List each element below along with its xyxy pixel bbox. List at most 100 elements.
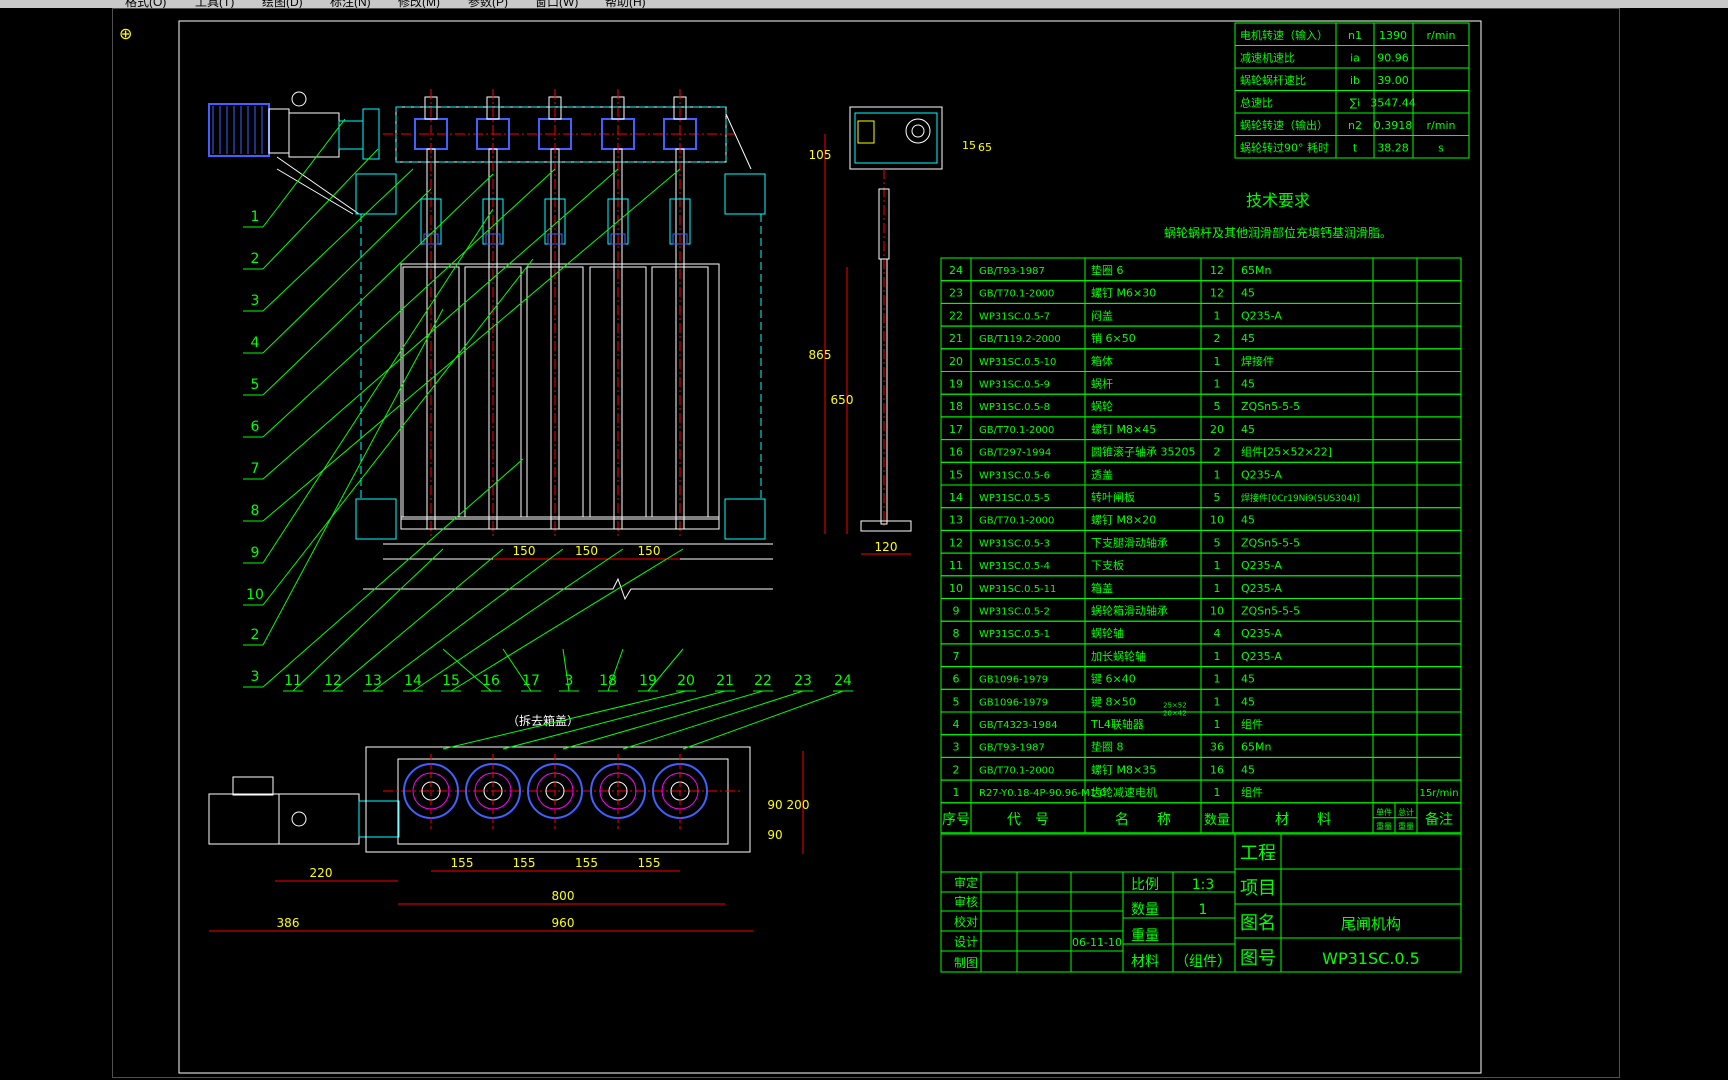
- tb-draw: 制图: [954, 956, 978, 970]
- balloon-bottom-7: 3: [565, 673, 574, 689]
- menu-item-3[interactable]: 标注(N): [330, 0, 371, 9]
- bom-header-total-weight2: 重量: [1398, 821, 1414, 831]
- motor-body: [208, 103, 270, 157]
- right-top-bracket: [724, 173, 766, 215]
- plan-housing: [365, 746, 751, 853]
- balloon-leader: [262, 168, 414, 312]
- spec-row: [1234, 135, 1470, 159]
- menu-item-6[interactable]: 窗口(W): [535, 0, 579, 9]
- bom-code: WP31SC.0.5-7: [979, 311, 1050, 322]
- front-view: [208, 89, 773, 601]
- spec-symbol: ∑i: [1350, 97, 1360, 110]
- balloon-bottom-leader: [442, 690, 687, 750]
- bom-qty: 36: [1210, 741, 1224, 754]
- balloon-bottom-leader: [647, 648, 684, 692]
- bom-qty: 10: [1210, 514, 1224, 527]
- tb-qty: 1: [1199, 902, 1208, 918]
- bom-header-code: 代 号: [1007, 812, 1049, 828]
- bom-no: 19: [949, 378, 963, 391]
- balloon-bottom-leader: [332, 548, 504, 692]
- bom-material: ZQSn5-5-5: [1241, 536, 1300, 549]
- bom-code: GB1096-1979: [979, 675, 1048, 686]
- spec-value: 0.3918: [1374, 119, 1413, 132]
- bom-no: 14: [949, 491, 963, 504]
- bom-qty: 1: [1214, 786, 1221, 799]
- bom-material: ZQSn5-5-5: [1241, 400, 1300, 413]
- bom-header-note: 备注: [1425, 811, 1453, 828]
- menu-item-0[interactable]: 格式(O): [125, 0, 167, 9]
- left-margin: [0, 8, 112, 1080]
- bom-name: 蜗轮: [1091, 399, 1113, 413]
- bearing-seal: [485, 233, 501, 245]
- bom-code: WP31SC.0.5-9: [979, 380, 1050, 391]
- bom-qty: 5: [1214, 400, 1221, 413]
- balloon-bottom-2: 13: [364, 673, 382, 689]
- bom-no: 12: [949, 536, 963, 549]
- plan-inner: [397, 758, 729, 845]
- bom-no: 6: [953, 673, 960, 686]
- bom-no: 3: [953, 741, 960, 754]
- bom-code: WP31SC.0.5-4: [979, 561, 1050, 572]
- bom-code: WP31SC.0.5-3: [979, 538, 1050, 549]
- tb-check: 校对: [954, 914, 978, 929]
- balloon-left-11: 3: [251, 669, 260, 685]
- side-worm-box: [849, 106, 943, 170]
- bom-name: 齿轮减速电机: [1091, 785, 1157, 799]
- menu-item-2[interactable]: 绘图(D): [262, 0, 303, 9]
- right-margin: [1620, 8, 1728, 1080]
- dim-120: 120: [875, 540, 898, 554]
- lifting-eye: [291, 91, 307, 107]
- bom-name: 透盖: [1091, 467, 1113, 481]
- balloon-bottom-leader: [442, 648, 492, 692]
- balloon-left-6: 7: [251, 461, 260, 477]
- bom-material: Q235-A: [1241, 582, 1282, 595]
- bom-no: 8: [953, 627, 960, 640]
- bom-qty: 5: [1214, 536, 1221, 549]
- tech-requirements-note: 蜗轮蜗杆及其他润滑部位充填钙基润滑脂。: [1164, 225, 1392, 240]
- balloon-bottom-leader: [502, 690, 726, 750]
- bom-header-unit-weight: 单件: [1376, 807, 1392, 817]
- tb-material-label: 材料: [1131, 954, 1159, 970]
- removed-cover-note: （拆去箱盖）: [507, 713, 579, 728]
- ucs-icon: ⊕: [119, 24, 132, 43]
- balloon-leader: [262, 208, 494, 564]
- spec-value: 90.96: [1377, 52, 1409, 65]
- bom-code: WP31SC.0.5-5: [979, 493, 1050, 504]
- bom-no: 13: [949, 514, 963, 527]
- bearing-seal: [547, 233, 563, 245]
- balloon-bottom-14: 24: [834, 673, 852, 689]
- tb-drawing-name-label: 图名: [1240, 913, 1276, 934]
- menu-item-4[interactable]: 修改(M): [398, 0, 440, 9]
- menu-item-7[interactable]: 帮助(H): [605, 0, 646, 9]
- spec-label: 蜗轮转速（输出）: [1240, 118, 1328, 132]
- dim-155-0: 155: [451, 856, 474, 870]
- bom-qty: 1: [1214, 673, 1221, 686]
- bom-code: GB/T70.1-2000: [979, 425, 1054, 436]
- bom-no: 23: [949, 287, 963, 300]
- title-block-frame: [940, 833, 1462, 973]
- bom-qty: 1: [1214, 650, 1221, 663]
- balloon-left-9: 10: [246, 587, 264, 603]
- balloon-leader: [262, 308, 444, 646]
- bom-material: 45: [1241, 332, 1255, 345]
- menu-item-5[interactable]: 参数(P): [468, 0, 508, 9]
- dim-65: 65: [978, 141, 992, 154]
- bom-material: 45: [1241, 423, 1255, 436]
- bom-header-qty: 数量: [1204, 813, 1230, 828]
- bom-name: 键 6×40: [1091, 672, 1136, 686]
- balloon-leader: [262, 168, 681, 522]
- tb-item-label: 项目: [1240, 878, 1276, 899]
- balloon-bottom-12: 22: [754, 673, 772, 689]
- bom-material: ZQSn5-5-5: [1241, 605, 1300, 618]
- bom-name: 螺钉 M6×30: [1091, 287, 1156, 300]
- bom-name: TL4联轴器: [1090, 717, 1144, 731]
- plan-reducer: [278, 793, 360, 845]
- bom-material: Q235-A: [1241, 559, 1282, 572]
- balloon-left-1: 2: [251, 251, 260, 267]
- spec-table: [1234, 22, 1470, 159]
- balloon-leader: [262, 188, 432, 354]
- bom-qty: 1: [1214, 559, 1221, 572]
- menu-item-1[interactable]: 工具(T): [195, 0, 235, 9]
